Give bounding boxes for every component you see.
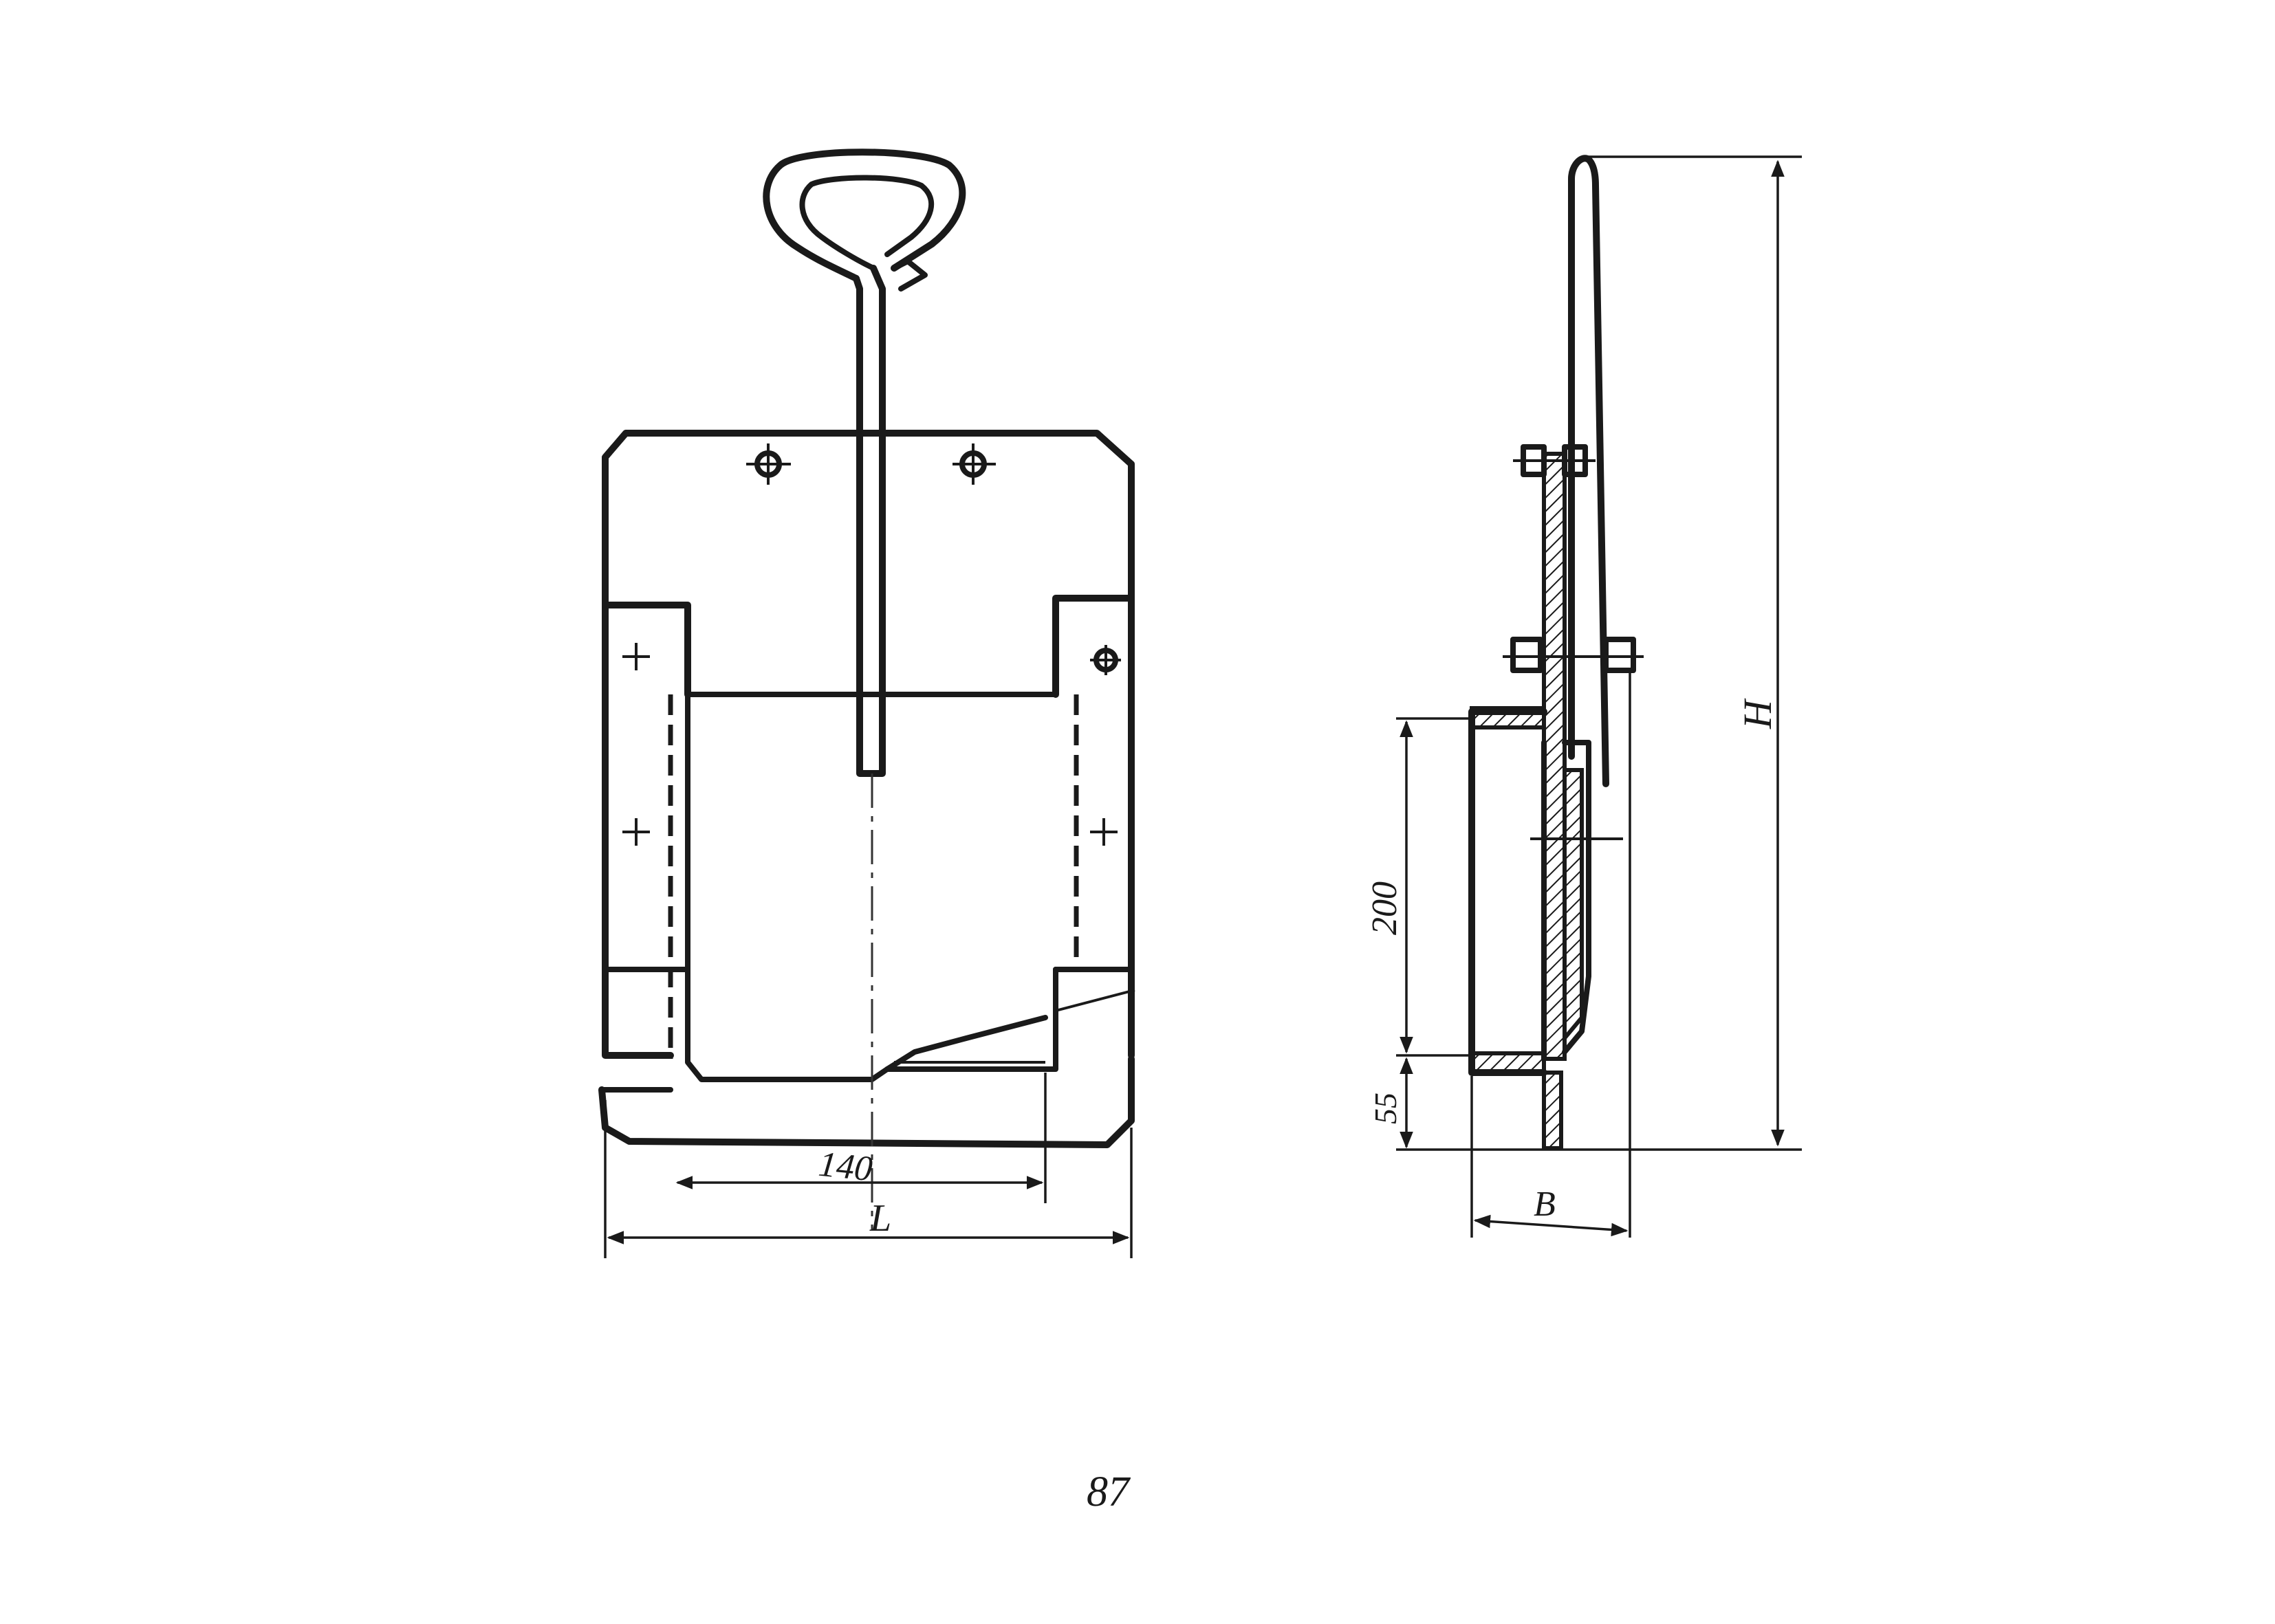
dimension-B: B [1470, 670, 1631, 1238]
dimension-140: 140 [675, 1073, 1047, 1203]
side-gate-plate [1542, 452, 1567, 1061]
side-duct [1468, 708, 1547, 1076]
dim-200-label: 200 [1365, 881, 1404, 935]
dimension-H: H [1582, 155, 1802, 1147]
dim-B-label: B [1534, 1185, 1556, 1224]
dimension-200: 200 [1365, 717, 1472, 1057]
dimension-55: 55 [1368, 1057, 1802, 1151]
bolt-hole-right [953, 443, 996, 485]
right-guide [1052, 595, 1135, 1059]
dim-140-label: 140 [817, 1145, 875, 1189]
opening-outline [685, 692, 1058, 1082]
left-guide [602, 602, 691, 1059]
bolt-hole-left [746, 443, 791, 485]
page-number: 87 [1087, 1469, 1129, 1515]
side-view: 200 55 H B [1365, 155, 1802, 1238]
front-view: 140 L [598, 149, 1135, 1258]
dimension-L: L [604, 1100, 1133, 1258]
side-handle-rod [1568, 155, 1609, 787]
gate-plate [602, 430, 1135, 608]
dim-L-label: L [869, 1197, 891, 1240]
dim-H-label: H [1735, 698, 1780, 729]
handle [763, 149, 966, 777]
dim-55-label: 55 [1368, 1093, 1403, 1124]
mount-marks [622, 643, 1121, 846]
